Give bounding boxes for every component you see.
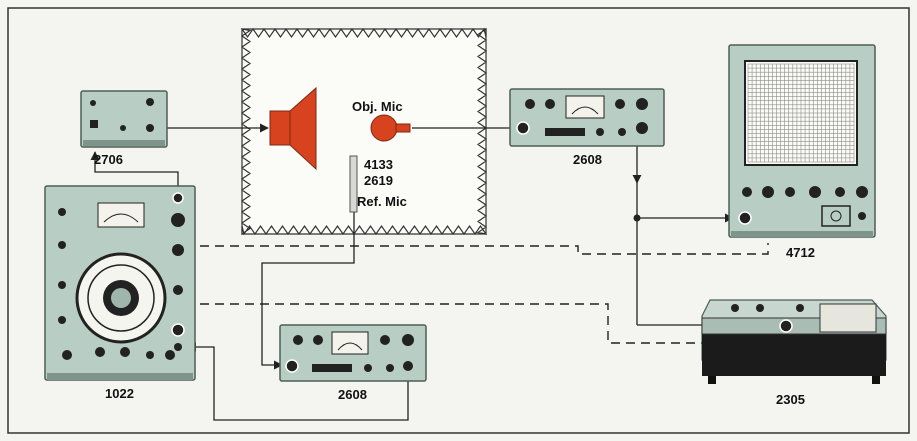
- instrument-2305: [701, 299, 887, 384]
- microphone-icon: [370, 114, 411, 142]
- instrument-4712: [728, 44, 876, 238]
- label-2608-top: 2608: [573, 152, 602, 167]
- label-2305: 2305: [776, 392, 805, 407]
- label-obj-mic: Obj. Mic: [352, 99, 403, 114]
- instrument-2608-bottom: [279, 324, 427, 382]
- label-2706: 2706: [94, 152, 123, 167]
- instrument-2608-top: [509, 88, 665, 147]
- connections: [90, 123, 734, 421]
- dashed-1022-to-4712: [200, 243, 769, 255]
- reference-microphone: [349, 155, 358, 213]
- dashed-1022-to-2305: [200, 303, 703, 344]
- outer-frame: [7, 7, 910, 434]
- label-4133: 4133: [364, 157, 393, 172]
- instrument-1022: [44, 185, 196, 381]
- junction-dot: [633, 214, 641, 222]
- instrument-2706: [80, 90, 168, 148]
- speaker-icon: [269, 86, 317, 171]
- label-ref-mic: Ref. Mic: [357, 194, 407, 209]
- label-2608-bottom: 2608: [338, 387, 367, 402]
- label-2619: 2619: [364, 173, 393, 188]
- dashed-links: [200, 243, 769, 344]
- label-4712: 4712: [786, 245, 815, 260]
- wire-2608b-to-1022: [187, 342, 409, 421]
- label-1022: 1022: [105, 386, 134, 401]
- wire-1022-to-2706: [90, 151, 179, 195]
